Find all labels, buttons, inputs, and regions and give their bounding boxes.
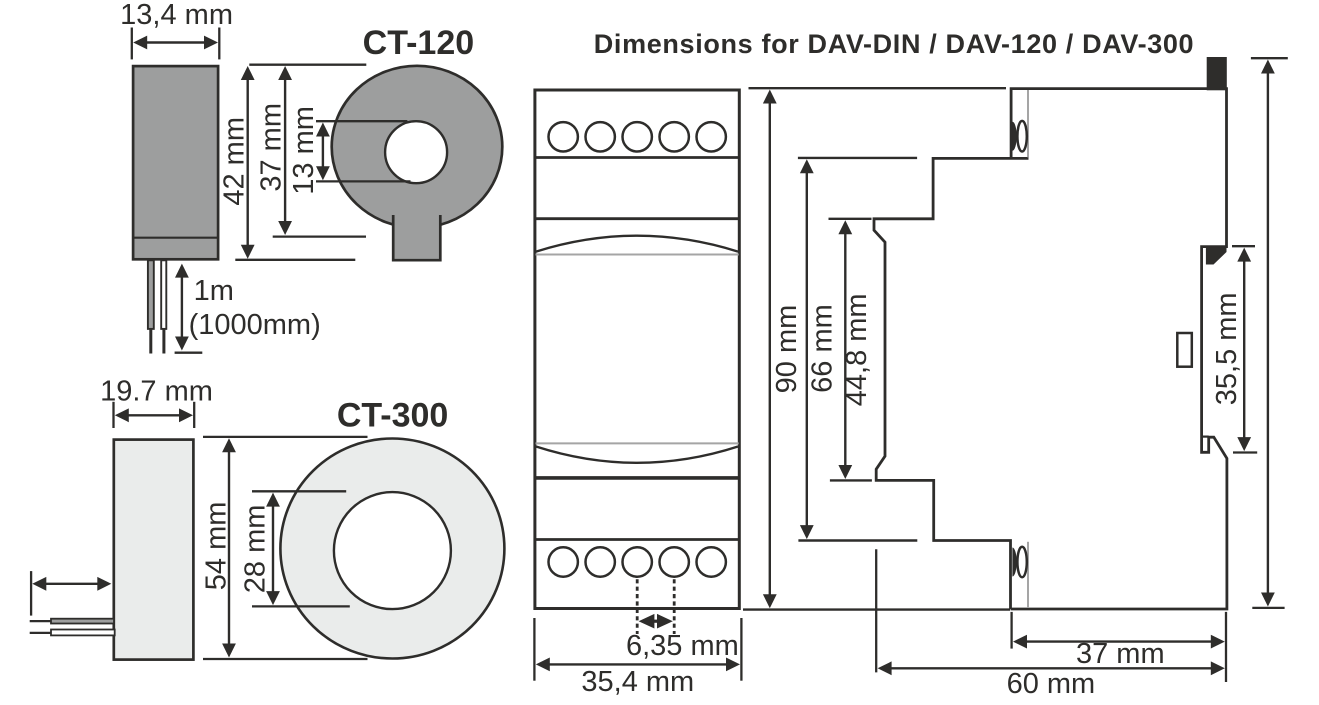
svg-text:90 mm: 90 mm [771, 305, 803, 394]
svg-text:42 mm: 42 mm [218, 117, 250, 206]
svg-text:37 mm: 37 mm [1076, 638, 1165, 670]
svg-text:6,35 mm: 6,35 mm [626, 630, 739, 662]
svg-text:35,5 mm: 35,5 mm [1211, 292, 1243, 405]
svg-text:35,4 mm: 35,4 mm [581, 666, 694, 698]
svg-text:44,8 mm: 44,8 mm [841, 293, 873, 406]
svg-text:1m: 1m [194, 275, 234, 307]
svg-text:13 mm: 13 mm [288, 106, 320, 195]
svg-text:28 mm: 28 mm [240, 505, 272, 594]
svg-text:19.7 mm: 19.7 mm [100, 376, 213, 408]
svg-text:CT-120: CT-120 [363, 24, 475, 62]
svg-text:54 mm: 54 mm [201, 502, 233, 591]
svg-text:37 mm: 37 mm [256, 103, 288, 192]
svg-text:CT-300: CT-300 [337, 397, 449, 435]
svg-text:60 mm: 60 mm [1007, 668, 1096, 700]
svg-text:(1000mm): (1000mm) [189, 309, 321, 341]
svg-text:13,4 mm: 13,4 mm [120, 0, 233, 31]
svg-text:66 mm: 66 mm [807, 304, 839, 393]
svg-text:Dimensions for DAV-DIN / DAV-1: Dimensions for DAV-DIN / DAV-120 / DAV-3… [594, 29, 1194, 59]
